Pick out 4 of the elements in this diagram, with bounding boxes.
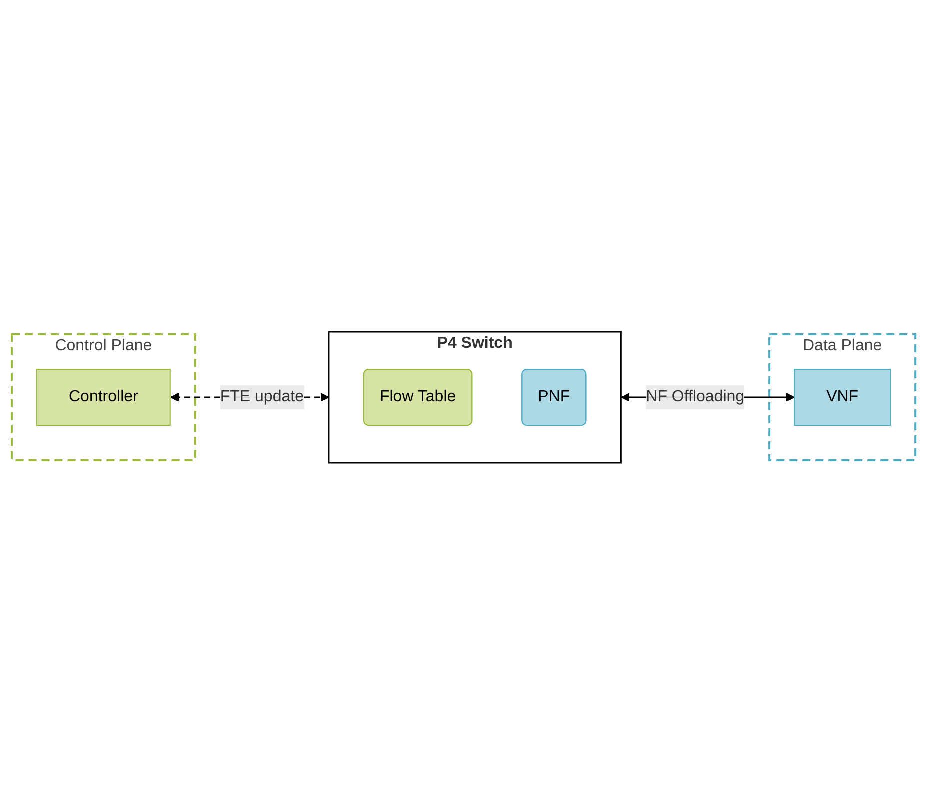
node-box: Controller (36, 369, 171, 426)
edge-label: FTE update (220, 388, 304, 406)
node-box: VNF (794, 369, 891, 426)
edge-label: NF Offloading (646, 388, 744, 406)
